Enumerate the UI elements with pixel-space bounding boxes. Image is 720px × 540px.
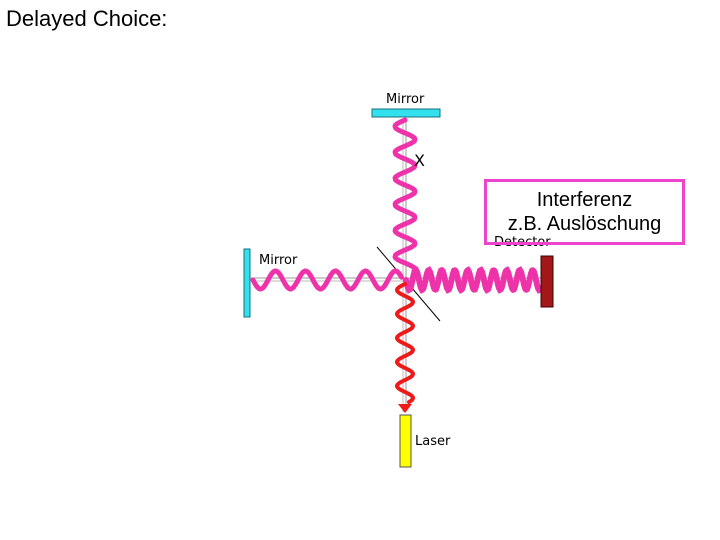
slide-title: Delayed Choice: [6,6,168,31]
top-mirror [371,108,441,118]
callout-line-1: Interferenz [536,189,633,211]
laser-beam-wave [394,282,416,404]
laser-label: Laser [415,434,451,449]
left-mirror-label: Mirror [259,253,298,268]
top-mirror-label: Mirror [386,92,425,107]
marker-x: X [414,151,425,170]
laser [399,414,412,468]
left-mirror [243,248,251,318]
photon-wave-left-arm [250,268,405,292]
photon-wave-detector-arm [403,266,543,294]
detector [540,255,554,308]
photon-wave-vertical [392,117,418,275]
laser-beam-arrowhead [398,404,412,413]
interference-callout: Interferenz z.B. Auslöschung [484,179,685,245]
callout-line-2: z.B. Auslöschung [507,213,662,235]
